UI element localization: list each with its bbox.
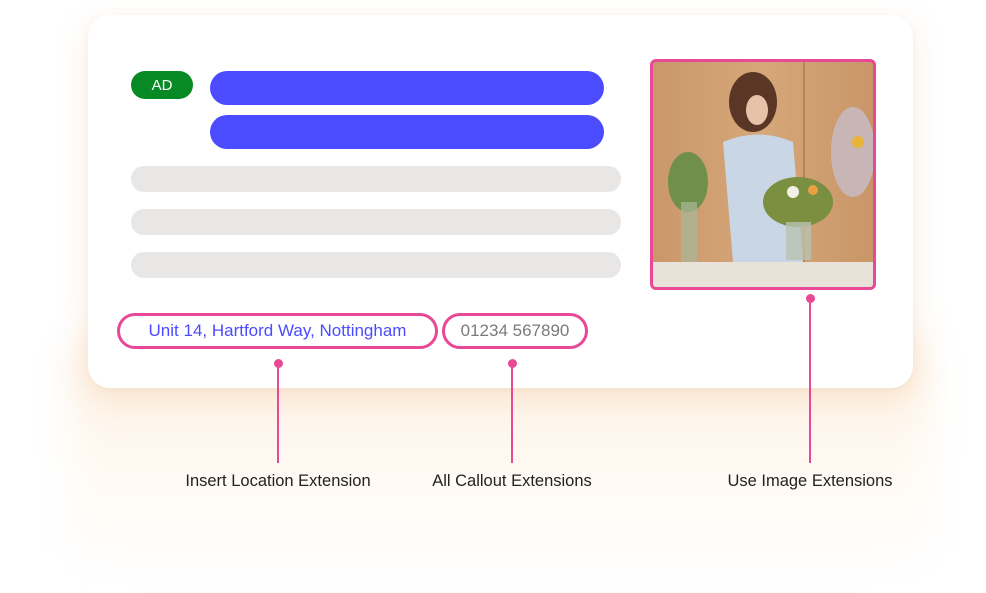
location-extension-label: Insert Location Extension: [185, 472, 371, 490]
headline-placeholder-2: [210, 115, 604, 149]
image-extension-label: Use Image Extensions: [727, 472, 893, 490]
description-placeholder-2: [131, 209, 621, 235]
callout-extension-label: All Callout Extensions: [432, 472, 592, 490]
location-extension: Unit 14, Hartford Way, Nottingham: [117, 313, 438, 349]
headline-placeholder-1: [210, 71, 604, 105]
description-placeholder-1: [131, 166, 621, 192]
image-connector-line: [809, 298, 811, 463]
ad-badge: AD: [131, 71, 193, 99]
location-connector-line: [277, 363, 279, 463]
florist-photo-illustration: [653, 62, 873, 287]
callout-connector-line: [511, 363, 513, 463]
description-placeholder-3: [131, 252, 621, 278]
callout-extension: 01234 567890: [442, 313, 588, 349]
image-extension-photo: [650, 59, 876, 290]
